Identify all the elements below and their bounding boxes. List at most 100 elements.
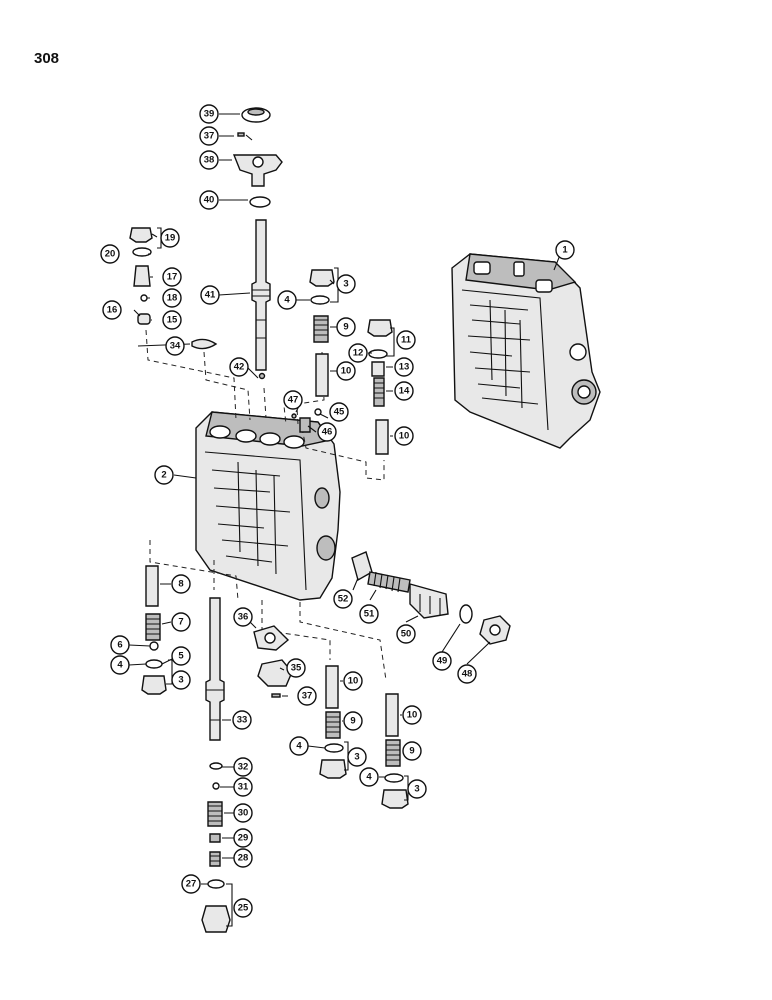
callout-32: 32 [233, 757, 253, 777]
callout-28: 28 [233, 848, 253, 868]
callout-2: 2 [154, 465, 174, 485]
callout-6: 6 [110, 635, 130, 655]
callout-12: 12 [348, 343, 368, 363]
svg-text:35: 35 [291, 663, 302, 674]
callout-4-lower-right: 4 [359, 767, 379, 787]
svg-text:41: 41 [205, 290, 216, 301]
svg-text:30: 30 [238, 808, 249, 819]
svg-text:25: 25 [238, 903, 249, 914]
callout-50: 50 [396, 624, 416, 644]
svg-text:50: 50 [401, 629, 412, 640]
callout-4-lower-left: 4 [110, 655, 130, 675]
callout-3-lower-left: 3 [171, 670, 191, 690]
callout-46: 46 [317, 422, 337, 442]
callout-14: 14 [394, 381, 414, 401]
callout-7: 7 [171, 612, 191, 632]
left-plug-stack [129, 227, 218, 350]
cover-plate-parts [253, 625, 293, 698]
callout-20: 20 [100, 244, 120, 264]
callout-34: 34 [165, 336, 185, 356]
callout-33: 33 [232, 710, 252, 730]
svg-text:34: 34 [170, 341, 181, 352]
callout-4-lower-mid: 4 [289, 736, 309, 756]
svg-text:18: 18 [167, 293, 178, 304]
page-number: 308 [34, 50, 60, 67]
svg-text:37: 37 [302, 691, 313, 702]
right-upper-parts [291, 269, 393, 455]
callout-5: 5 [171, 646, 191, 666]
callout-48: 48 [457, 664, 477, 684]
svg-text:4: 4 [296, 741, 302, 752]
svg-text:52: 52 [338, 594, 349, 605]
callout-27: 27 [181, 874, 201, 894]
callout-10-lower-mid: 10 [343, 671, 363, 691]
svg-text:47: 47 [288, 395, 299, 406]
svg-text:9: 9 [343, 322, 348, 333]
svg-text:36: 36 [238, 612, 249, 623]
svg-text:6: 6 [117, 640, 122, 651]
brackets [157, 227, 409, 927]
svg-text:9: 9 [409, 746, 414, 757]
callout-18: 18 [162, 288, 182, 308]
callout-16: 16 [102, 300, 122, 320]
callout-47: 47 [283, 390, 303, 410]
svg-text:10: 10 [399, 431, 410, 442]
svg-text:3: 3 [343, 279, 348, 290]
svg-text:33: 33 [237, 715, 248, 726]
callout-11: 11 [396, 330, 416, 350]
svg-text:29: 29 [238, 833, 249, 844]
callout-42: 42 [229, 357, 249, 377]
callout-17: 17 [162, 267, 182, 287]
callout-4-top: 4 [277, 290, 297, 310]
callout-52: 52 [333, 589, 353, 609]
callout-36: 36 [233, 607, 253, 627]
svg-text:49: 49 [437, 656, 448, 667]
svg-text:2: 2 [161, 470, 166, 481]
svg-text:10: 10 [407, 710, 418, 721]
svg-text:9: 9 [350, 716, 355, 727]
svg-text:4: 4 [366, 772, 372, 783]
svg-text:8: 8 [178, 579, 183, 590]
svg-text:7: 7 [178, 617, 183, 628]
callout-41: 41 [200, 285, 220, 305]
svg-text:4: 4 [284, 295, 290, 306]
svg-text:10: 10 [341, 366, 352, 377]
callout-3-lower-mid: 3 [347, 747, 367, 767]
callout-9-top: 9 [336, 317, 356, 337]
svg-text:3: 3 [354, 752, 359, 763]
svg-text:20: 20 [105, 249, 116, 260]
callout-1: 1 [555, 240, 575, 260]
svg-text:28: 28 [238, 853, 249, 864]
svg-text:3: 3 [178, 675, 183, 686]
callout-9-lower-mid: 9 [343, 711, 363, 731]
svg-text:37: 37 [204, 131, 215, 142]
lower-right-stacks [319, 665, 409, 809]
callout-10-upper-right: 10 [394, 426, 414, 446]
callout-3-top: 3 [336, 274, 356, 294]
svg-text:16: 16 [107, 305, 118, 316]
callout-29: 29 [233, 828, 253, 848]
svg-text:40: 40 [204, 195, 215, 206]
callout-30: 30 [233, 803, 253, 823]
callout-13: 13 [394, 357, 414, 377]
svg-text:46: 46 [322, 427, 333, 438]
exploded-valve-body [195, 411, 341, 601]
alignment-lines [145, 329, 387, 681]
svg-text:31: 31 [238, 782, 249, 793]
svg-text:27: 27 [186, 879, 197, 890]
callout-37-top: 37 [199, 126, 219, 146]
svg-text:4: 4 [117, 660, 123, 671]
assembled-valve-body [451, 253, 601, 449]
svg-text:11: 11 [401, 335, 412, 346]
callout-51: 51 [359, 604, 379, 624]
lower-left-stack [141, 565, 167, 695]
callout-49: 49 [432, 651, 452, 671]
svg-text:15: 15 [167, 315, 178, 326]
svg-text:42: 42 [234, 362, 245, 373]
callout-10-lower-right: 10 [402, 705, 422, 725]
spool-stack [201, 597, 231, 933]
svg-text:5: 5 [178, 651, 184, 662]
callout-40: 40 [199, 190, 219, 210]
svg-text:38: 38 [204, 155, 215, 166]
